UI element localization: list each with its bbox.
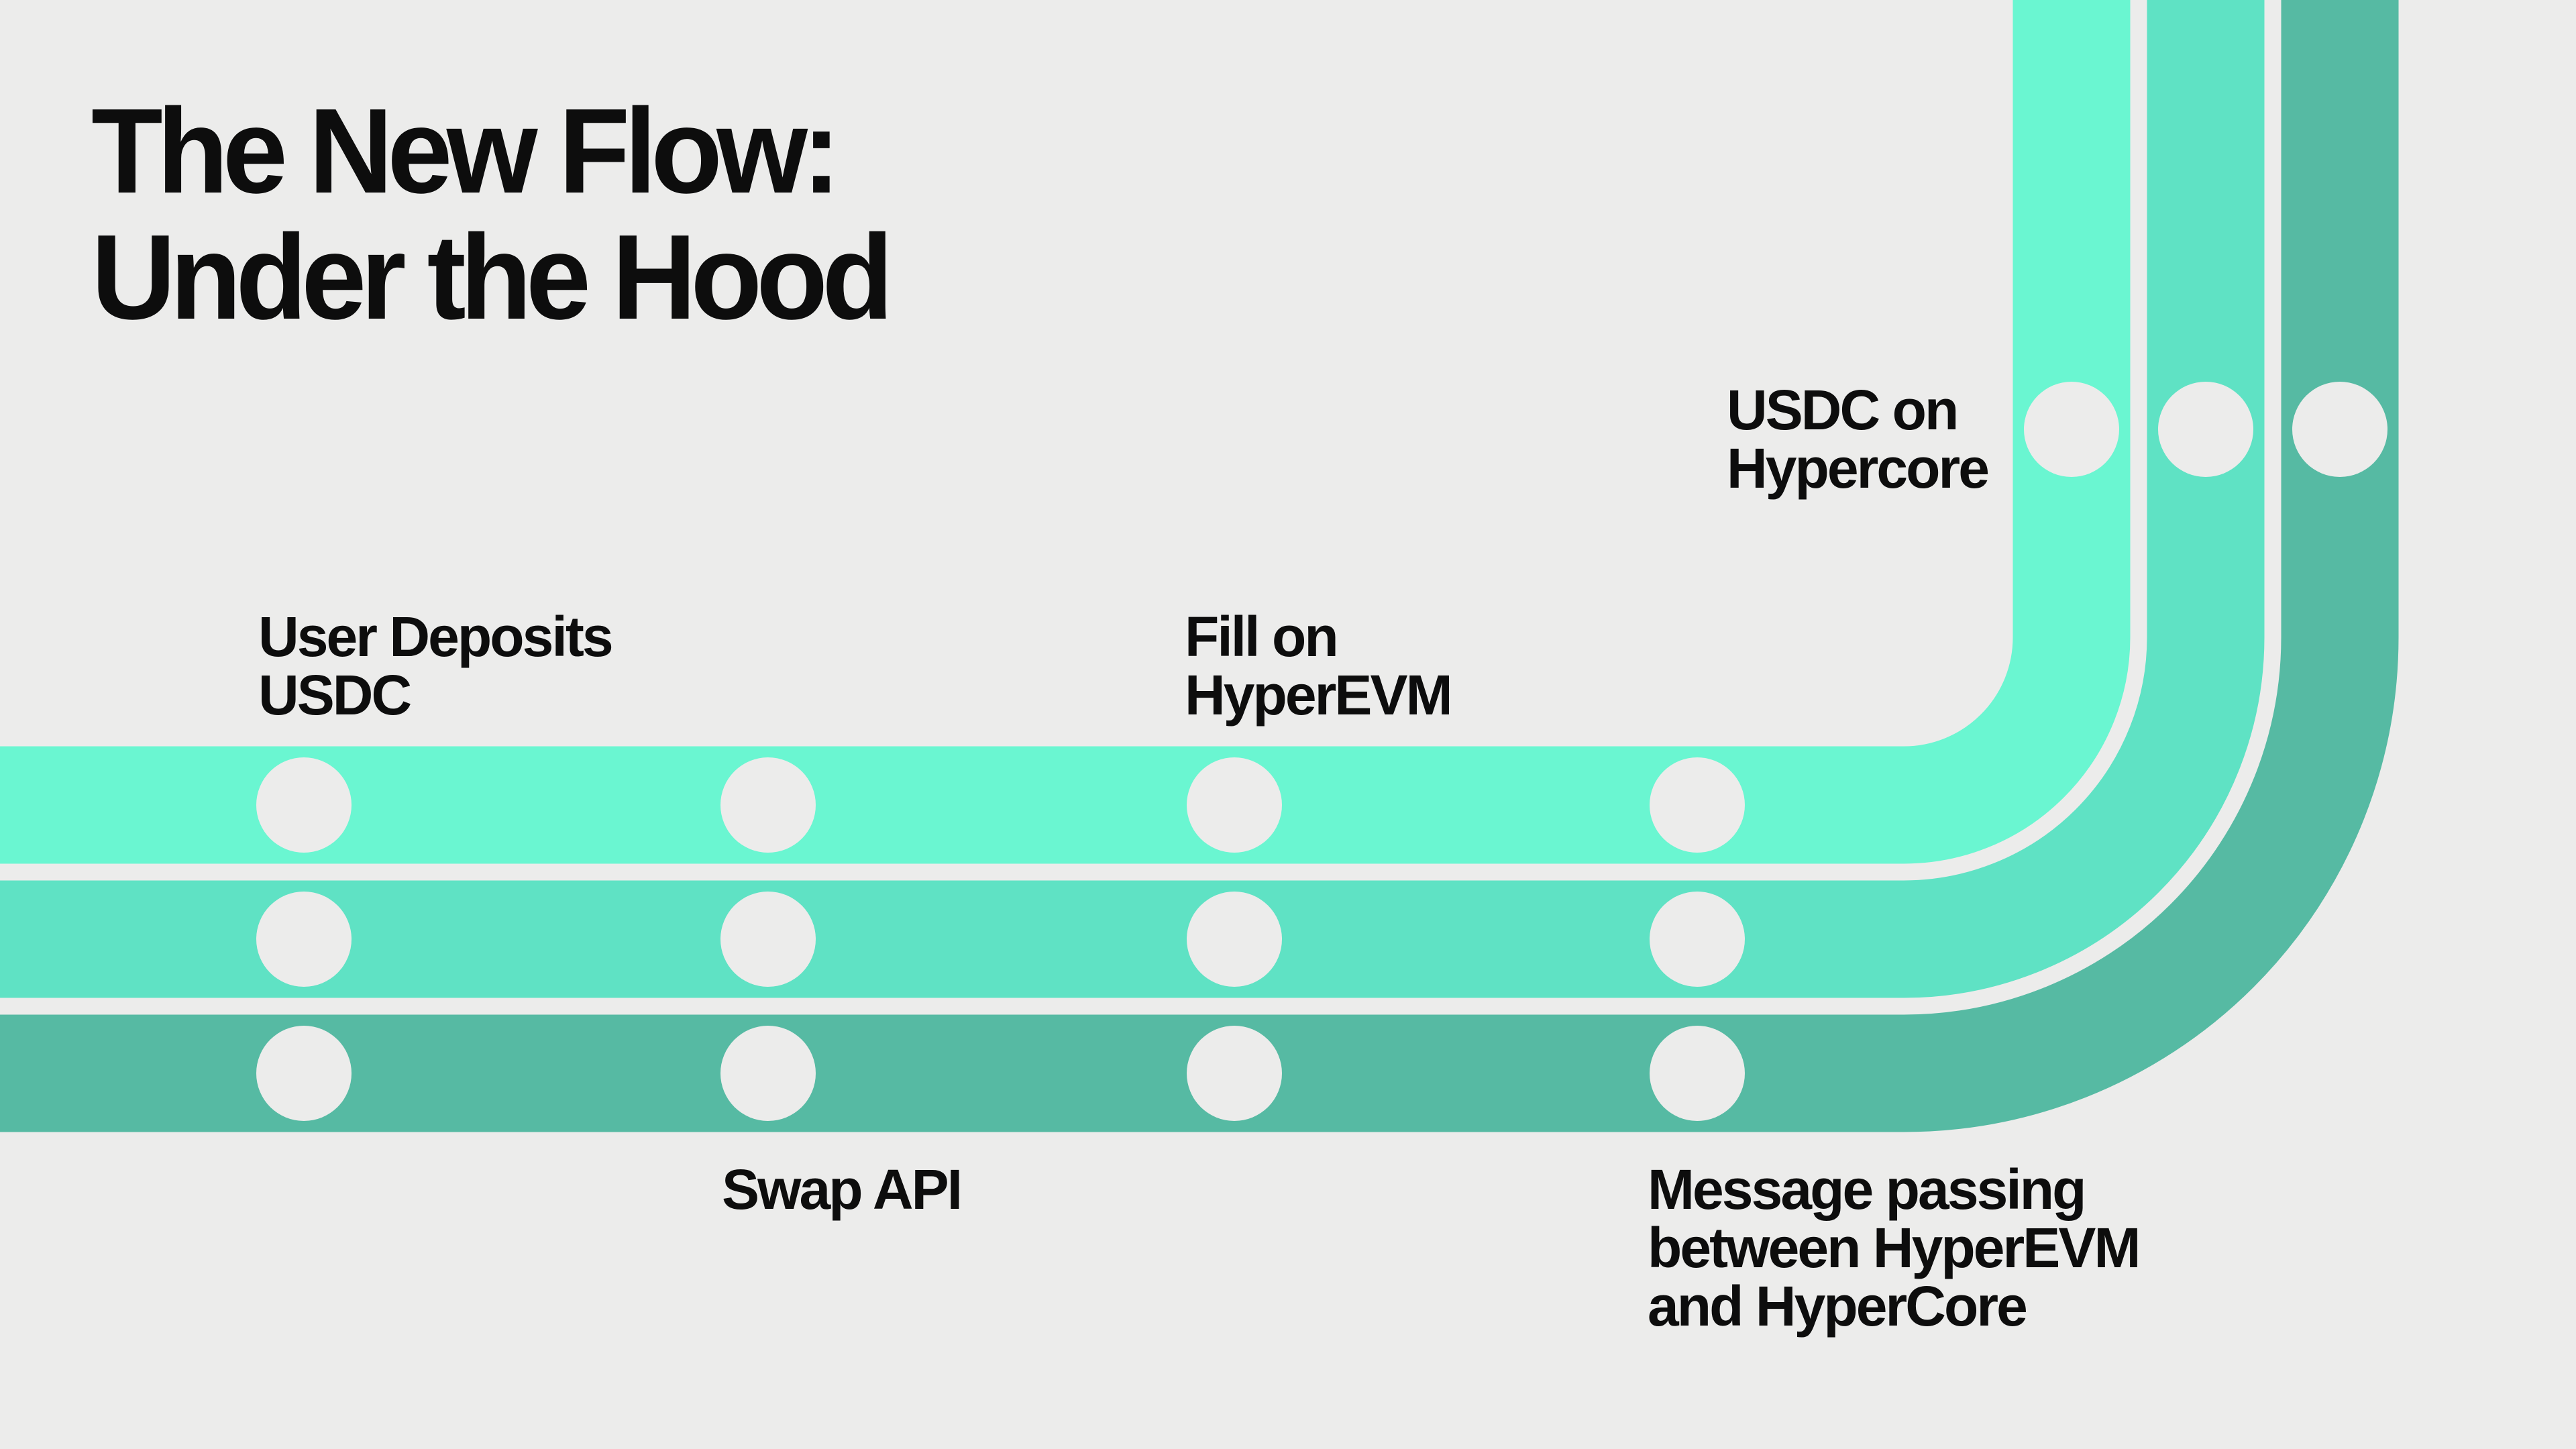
label-user-deposits-usdc: User Deposits USDC (258, 605, 614, 727)
station-dot (720, 1026, 816, 1121)
page-title: The New Flow: Under the Hood (91, 84, 894, 345)
flow-band-line-1 (0, 0, 2131, 864)
station-dot (256, 757, 352, 853)
station-dot (2158, 382, 2253, 477)
station-dot (256, 1026, 352, 1121)
label-message-passing: Message passing between HyperEVM and Hyp… (1648, 1158, 2141, 1338)
label-fill-on-hyperevm: Fill on HyperEVM (1185, 605, 1453, 727)
station-dot (1187, 757, 1282, 853)
station-dot (720, 892, 816, 987)
label-usdc-on-hypercore: USDC on Hypercore (1727, 378, 1990, 500)
station-dot (256, 892, 352, 987)
station-dot (1650, 1026, 1745, 1121)
station-dot (1650, 892, 1745, 987)
flow-band-line-3 (0, 0, 2399, 1132)
station-dot (1650, 757, 1745, 853)
flow-band-line-2 (0, 0, 2265, 998)
station-dot (2024, 382, 2119, 477)
station-dot (1187, 1026, 1282, 1121)
station-dot (2292, 382, 2387, 477)
station-dot (720, 757, 816, 853)
label-swap-api: Swap API (722, 1158, 963, 1221)
station-dot (1187, 892, 1282, 987)
